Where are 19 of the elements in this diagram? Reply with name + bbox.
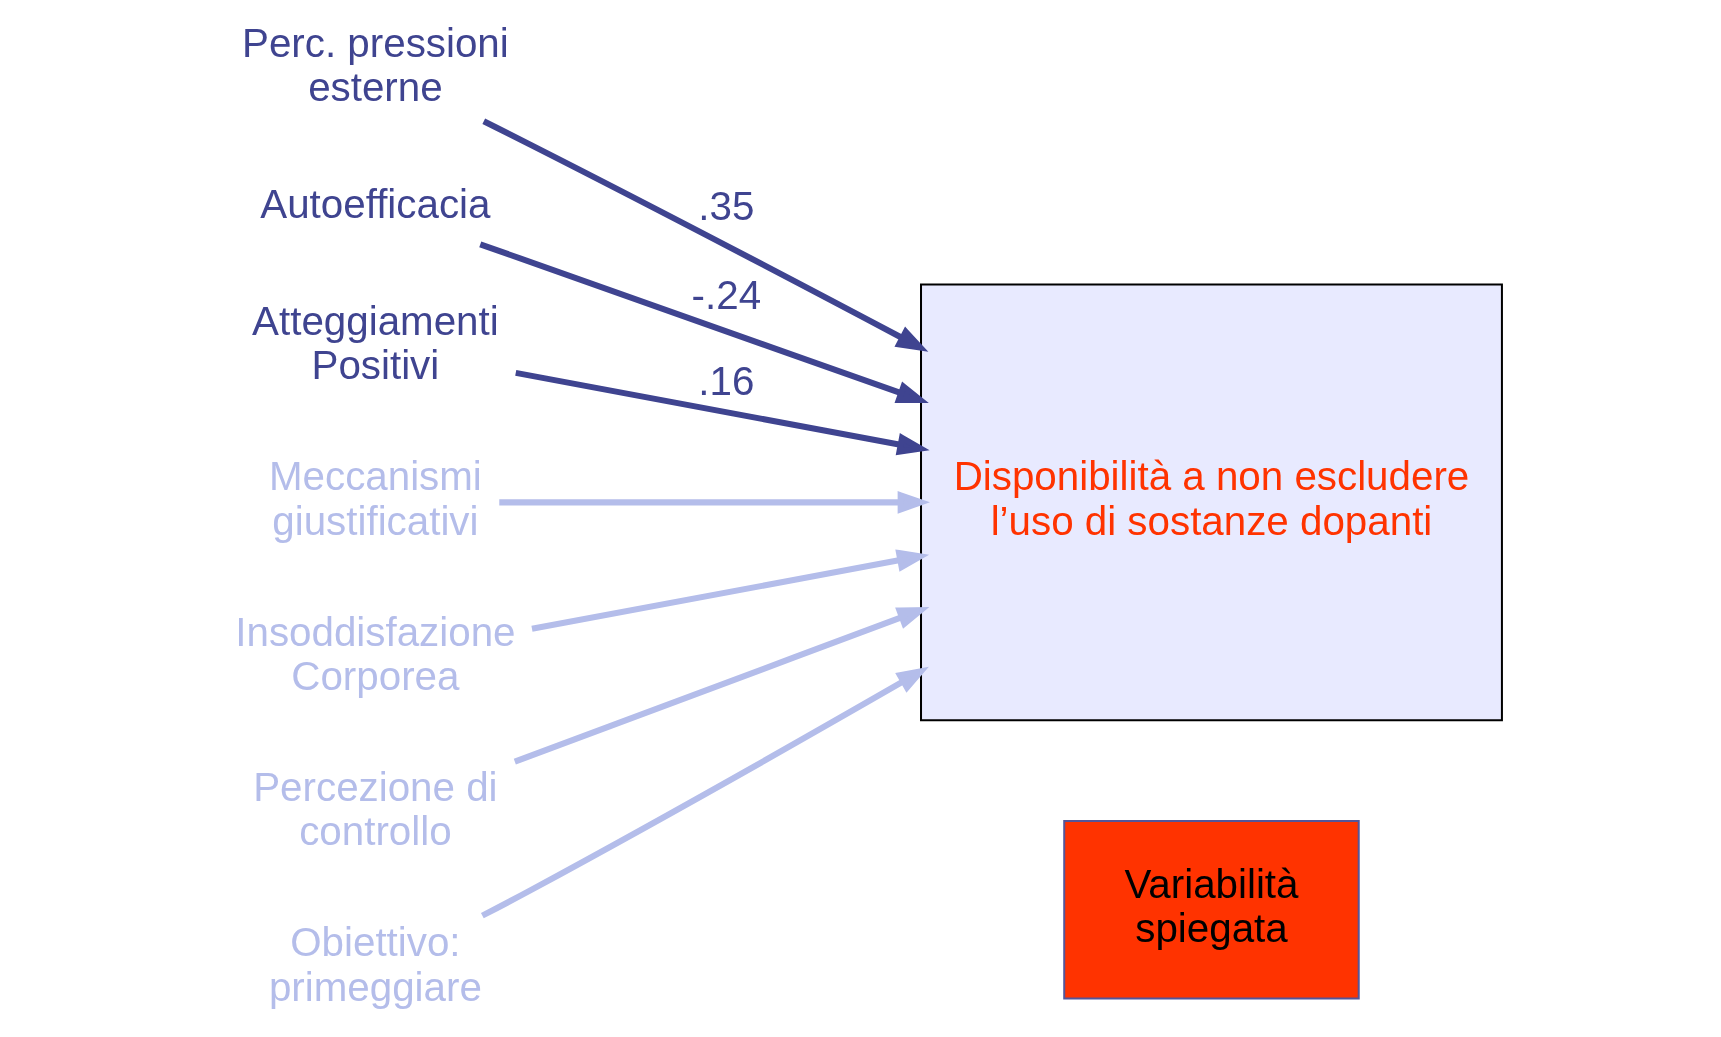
node-box: Disponibilità a non escludere l’uso di sostanze dopanti [920, 283, 1503, 722]
node-text: Obiettivo: primeggiare [268, 919, 482, 1010]
edge-label: -.24 [691, 271, 762, 318]
node-text: Meccanismi giustificativi [268, 453, 482, 544]
edge-label: .16 [698, 358, 755, 405]
arrow [480, 666, 929, 919]
arrow [515, 369, 930, 456]
arrow [499, 491, 930, 514]
arrow [482, 118, 929, 352]
arrow [479, 241, 929, 404]
node-text: Percezione di controllo [253, 763, 498, 855]
node-text: Insoddisfazione Corporea [235, 608, 516, 699]
node-text: Perc. pressioni esterne [242, 19, 509, 110]
node-box: Variabilità spiegata [1063, 820, 1360, 1000]
node-text: Atteggiamenti Positivi [252, 297, 499, 389]
edge-label: .35 [698, 182, 755, 229]
arrow [513, 606, 930, 765]
arrow [531, 549, 930, 632]
node-text: Autoefficacia [260, 180, 491, 227]
